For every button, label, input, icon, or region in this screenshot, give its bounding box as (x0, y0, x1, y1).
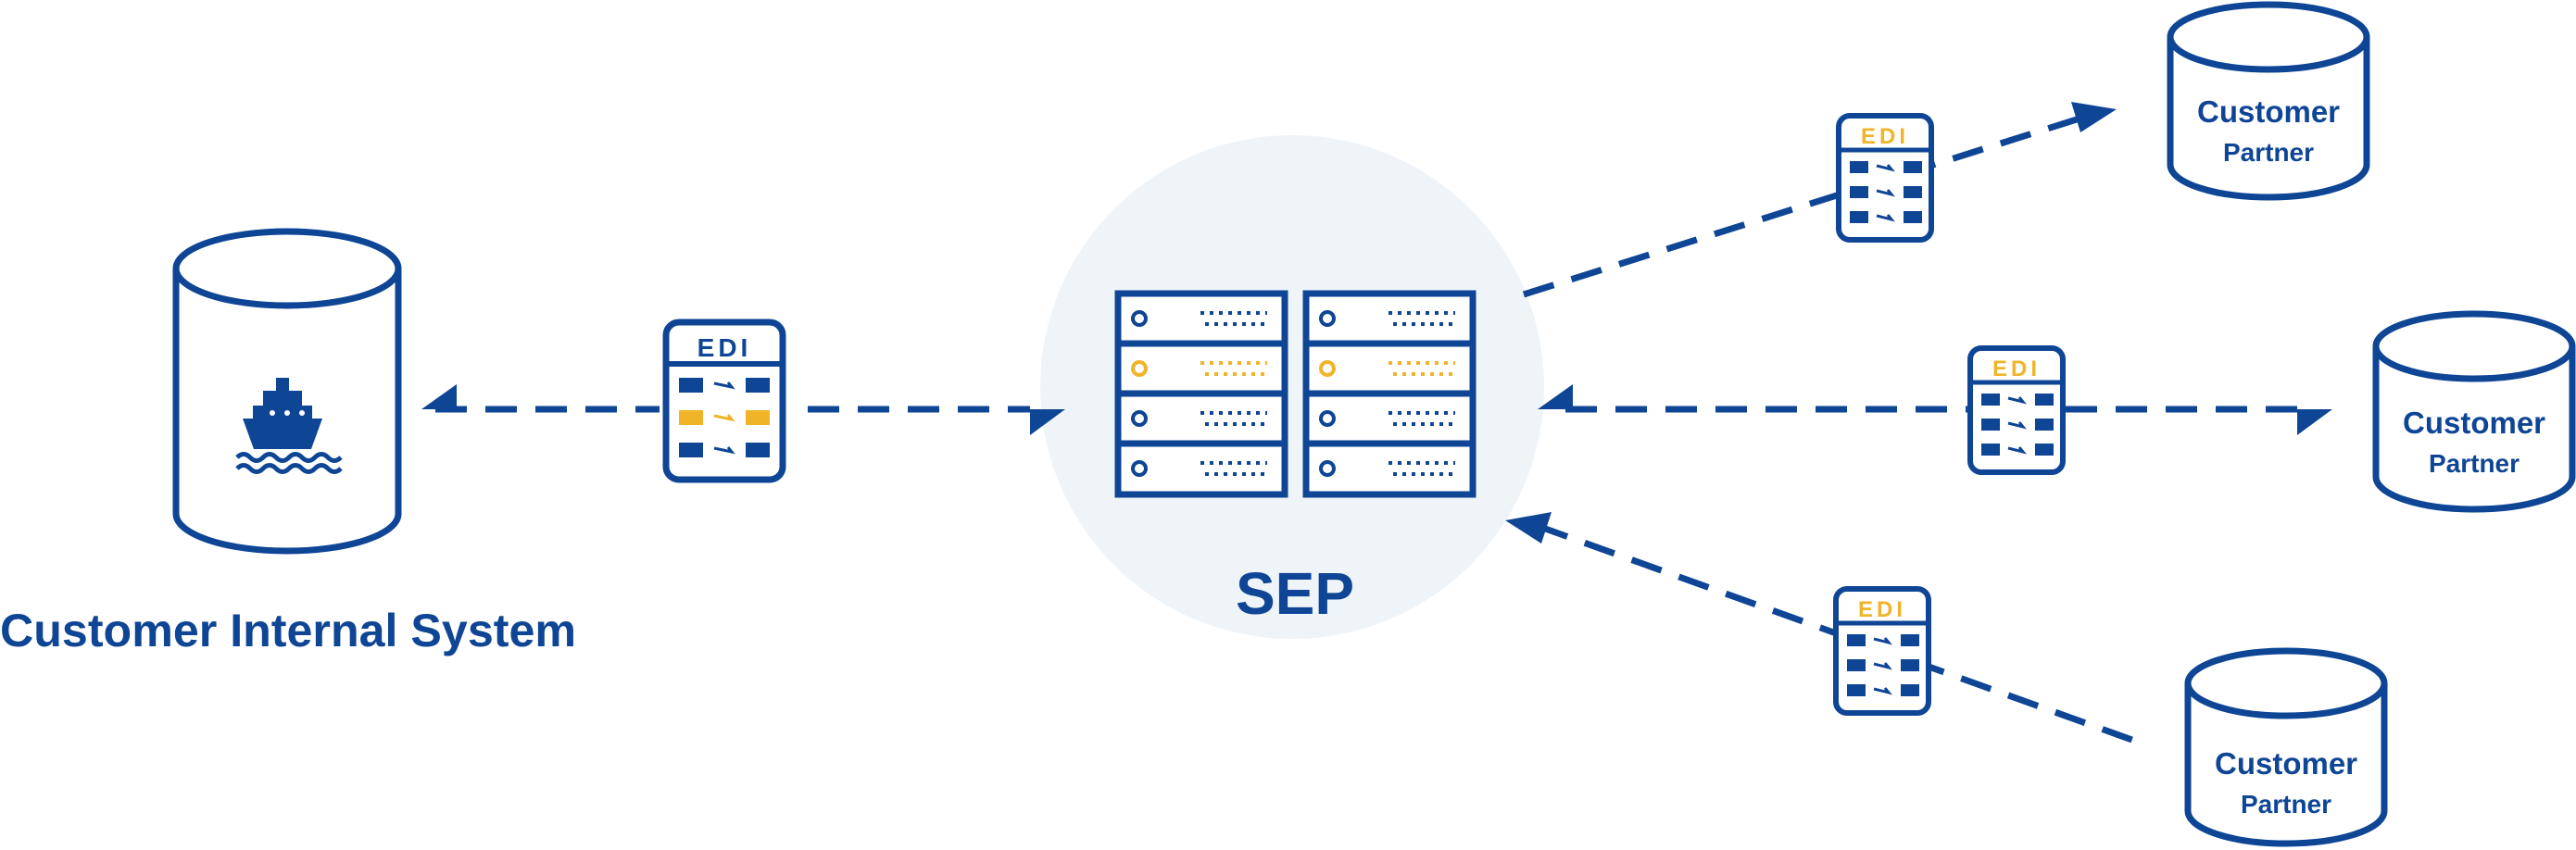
edi-document-icon (1847, 634, 1919, 696)
edi-label: EDI (697, 333, 752, 362)
arrow-to-internal (421, 384, 457, 409)
edi-document-top: EDI (1836, 113, 1934, 243)
server-rack-icon (1114, 290, 1476, 498)
edi-document-icon (1981, 394, 2054, 456)
edi-document-middle: EDI (1967, 345, 2066, 475)
arrow-to-partner-top (2071, 102, 2117, 132)
edi-document-left: EDI (662, 319, 786, 483)
server-rack-right (1302, 290, 1476, 498)
edi-document-icon (1850, 161, 1922, 223)
partner-label-line1: Customer (2215, 746, 2357, 781)
partner-database-middle: Customer Partner (2372, 310, 2576, 513)
partner-label-line2: Partner (2429, 449, 2519, 478)
hub-background (1040, 135, 1544, 639)
arrow-to-partner-middle (2297, 409, 2332, 435)
arrow-heads (421, 102, 2332, 544)
partner-database-bottom: Customer Partner (2184, 647, 2388, 847)
edi-label: EDI (1861, 124, 1909, 149)
connector-hub-partner-top (1522, 115, 2081, 298)
hub-label: SEP (1236, 560, 1354, 627)
partner-label-line2: Partner (2241, 790, 2331, 819)
partner-database-top: Customer Partner (2167, 1, 2370, 201)
edi-document-icon (679, 378, 770, 457)
partner-label-line1: Customer (2403, 406, 2545, 440)
edi-label: EDI (1858, 597, 1906, 622)
ship-icon (235, 378, 343, 474)
internal-system-label: Customer Internal System (0, 605, 576, 656)
arrow-to-hub-left (1030, 409, 1065, 435)
edi-document-bottom: EDI (1833, 586, 1931, 716)
partner-label-line1: Customer (2197, 94, 2340, 129)
arrow-to-hub-bottom (1505, 512, 1552, 544)
server-rack-left (1114, 290, 1288, 498)
arrow-to-hub-right (1538, 384, 1573, 409)
partner-label-line2: Partner (2223, 138, 2314, 167)
edi-label: EDI (1992, 356, 2041, 381)
